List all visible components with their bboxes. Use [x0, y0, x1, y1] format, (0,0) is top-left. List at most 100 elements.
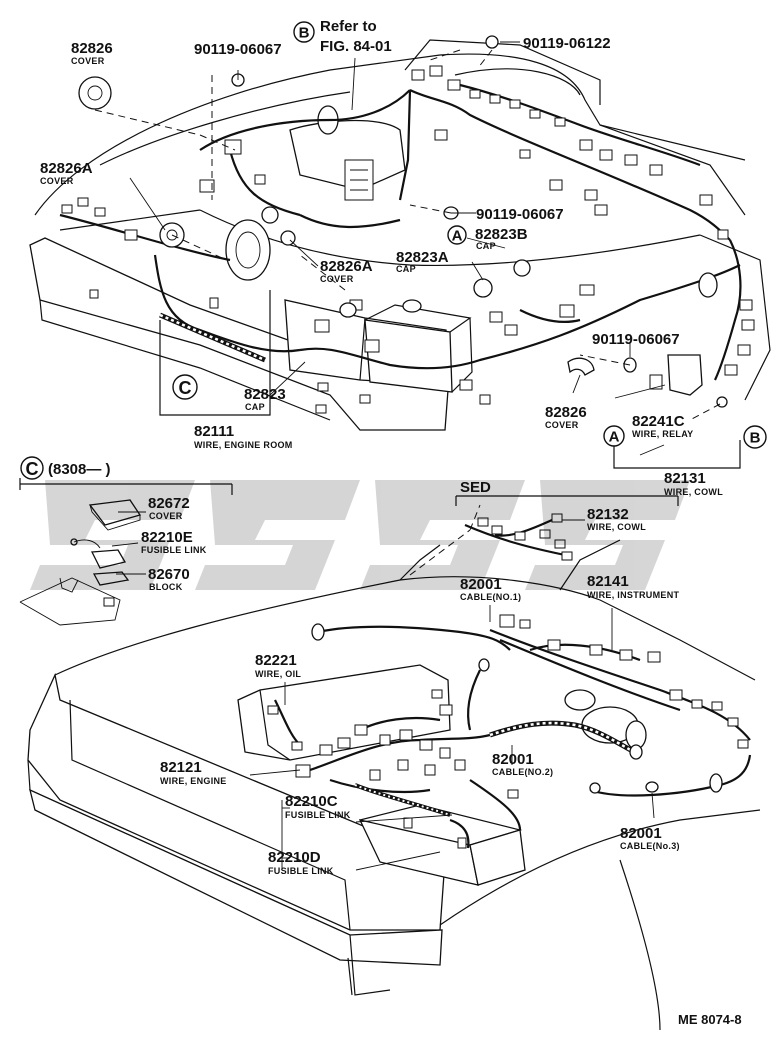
svg-text:WIRE, COWL: WIRE, COWL — [587, 522, 646, 532]
svg-text:90119-06067: 90119-06067 — [194, 41, 282, 58]
circle-marker-a2 — [603, 425, 625, 447]
svg-text:Refer to: Refer to — [320, 18, 377, 35]
svg-text:82823: 82823 — [244, 386, 286, 403]
svg-text:A: A — [609, 429, 620, 446]
svg-text:CABLE(No.3): CABLE(No.3) — [620, 841, 680, 851]
callout-82001-no2: 82001 CABLE(NO.2) — [492, 751, 553, 777]
watermark-logo — [30, 480, 690, 590]
svg-text:WIRE, OIL: WIRE, OIL — [255, 669, 301, 679]
svg-text:COVER: COVER — [40, 176, 74, 186]
upper-vehicle-body — [29, 39, 771, 431]
svg-text:COVER: COVER — [149, 511, 183, 521]
svg-text:B: B — [750, 430, 761, 447]
svg-text:SED: SED — [460, 479, 491, 496]
svg-text:82111: 82111 — [194, 423, 234, 440]
svg-text:90119-06067: 90119-06067 — [476, 206, 564, 223]
circle-marker-b2 — [743, 425, 767, 449]
svg-text:82001: 82001 — [460, 576, 502, 593]
svg-text:WIRE, COWL: WIRE, COWL — [664, 487, 723, 497]
callout-82001-no1: 82001 CABLE(NO.1) — [460, 576, 521, 602]
svg-text:FUSIBLE LINK: FUSIBLE LINK — [285, 810, 351, 820]
callout-82111: C 82111 WIRE, ENGINE ROOM — [172, 374, 292, 450]
svg-text:82826A: 82826A — [40, 160, 93, 177]
callout-82241C: 82241C WIRE, RELAY — [632, 413, 693, 439]
callout-82210D: 82210D FUSIBLE LINK — [268, 849, 334, 876]
svg-text:WIRE, ENGINE: WIRE, ENGINE — [160, 776, 227, 786]
inset-fusible-link — [19, 478, 233, 626]
lower-connectors — [267, 614, 749, 849]
lower-vehicle-body — [27, 539, 761, 1031]
svg-text:82823A: 82823A — [396, 249, 449, 266]
callout-90119-06067-top: 90119-06067 — [194, 41, 282, 58]
svg-text:CAP: CAP — [476, 241, 496, 251]
svg-text:82131: 82131 — [664, 470, 706, 487]
callout-82826-top: 82826 COVER — [71, 40, 113, 66]
svg-text:COVER: COVER — [320, 274, 354, 284]
svg-text:82141: 82141 — [587, 573, 629, 590]
circle-marker-a — [447, 225, 467, 245]
upper-connectors — [61, 35, 755, 414]
callout-82823B: A 82823B CAP — [447, 225, 528, 251]
svg-text:82826: 82826 — [545, 404, 587, 421]
svg-text:82823B: 82823B — [475, 226, 528, 243]
callout-82672: 82672 COVER — [148, 495, 190, 521]
svg-text:82121: 82121 — [160, 759, 202, 776]
callout-82823A: 82823A CAP — [396, 249, 449, 274]
svg-text:82826: 82826 — [71, 40, 113, 57]
svg-text:82132: 82132 — [587, 506, 629, 523]
svg-text:WIRE, RELAY: WIRE, RELAY — [632, 429, 693, 439]
callout-82823: 82823 CAP — [244, 386, 286, 412]
callout-82210C: 82210C FUSIBLE LINK — [285, 793, 351, 820]
svg-text:COVER: COVER — [71, 56, 105, 66]
callout-82210E: 82210E FUSIBLE LINK — [141, 529, 207, 555]
callout-82670: 82670 BLOCK — [148, 566, 190, 592]
svg-text:CAP: CAP — [245, 402, 265, 412]
svg-text:COVER: COVER — [545, 420, 579, 430]
callout-82132: SED 82132 WIRE, COWL — [460, 479, 646, 532]
callout-82121: 82121 WIRE, ENGINE — [160, 759, 227, 786]
lower-harness-wires — [274, 623, 752, 849]
svg-text:CABLE(NO.2): CABLE(NO.2) — [492, 767, 553, 777]
svg-text:B: B — [299, 25, 310, 42]
svg-text:FUSIBLE LINK: FUSIBLE LINK — [268, 866, 334, 876]
callout-82131: A B 82131 WIRE, COWL — [603, 425, 767, 497]
callout-82001-no3: 82001 CABLE(No.3) — [620, 825, 680, 851]
svg-text:C: C — [179, 378, 192, 398]
svg-text:82670: 82670 — [148, 566, 190, 583]
svg-text:WIRE, INSTRUMENT: WIRE, INSTRUMENT — [587, 590, 679, 600]
inset-c-label: C (8308— ) — [20, 456, 111, 480]
circle-marker-c — [172, 374, 198, 400]
callout-refer-fig: B Refer to FIG. 84-01 — [293, 18, 392, 111]
svg-text:CAP: CAP — [396, 264, 416, 274]
upper-leader-lines — [94, 41, 741, 469]
callout-82141: 82141 WIRE, INSTRUMENT — [587, 573, 679, 600]
callout-90119-06067-right: 90119-06067 — [592, 331, 680, 348]
svg-text:A: A — [452, 228, 463, 245]
svg-text:82826A: 82826A — [320, 258, 373, 275]
sed-cowl-bracket — [455, 495, 679, 561]
svg-text:BLOCK: BLOCK — [149, 582, 183, 592]
svg-text:FUSIBLE LINK: FUSIBLE LINK — [141, 545, 207, 555]
svg-text:82001: 82001 — [620, 825, 662, 842]
callout-82826-mid: 82826 COVER — [545, 404, 587, 430]
svg-text:82241C: 82241C — [632, 413, 685, 430]
svg-text:C: C — [26, 459, 39, 479]
svg-text:82210D: 82210D — [268, 849, 321, 866]
callout-82221: 82221 WIRE, OIL — [255, 652, 301, 679]
svg-text:82221: 82221 — [255, 652, 297, 669]
svg-text:82001: 82001 — [492, 751, 534, 768]
svg-text:90119-06067: 90119-06067 — [592, 331, 680, 348]
svg-text:(8308— ): (8308— ) — [48, 461, 111, 478]
upper-harness-wires — [59, 83, 742, 381]
svg-text:82210E: 82210E — [141, 529, 193, 546]
callout-82826A-mid: 82826A COVER — [320, 258, 373, 284]
lower-leader-lines — [249, 504, 655, 871]
svg-text:CABLE(NO.1): CABLE(NO.1) — [460, 592, 521, 602]
svg-text:82672: 82672 — [148, 495, 190, 512]
svg-text:FIG. 84-01: FIG. 84-01 — [320, 38, 392, 55]
callout-90119-06067-mid: 90119-06067 — [476, 206, 564, 223]
callout-82826A-left: 82826A COVER — [40, 160, 93, 186]
svg-text:82210C: 82210C — [285, 793, 338, 810]
